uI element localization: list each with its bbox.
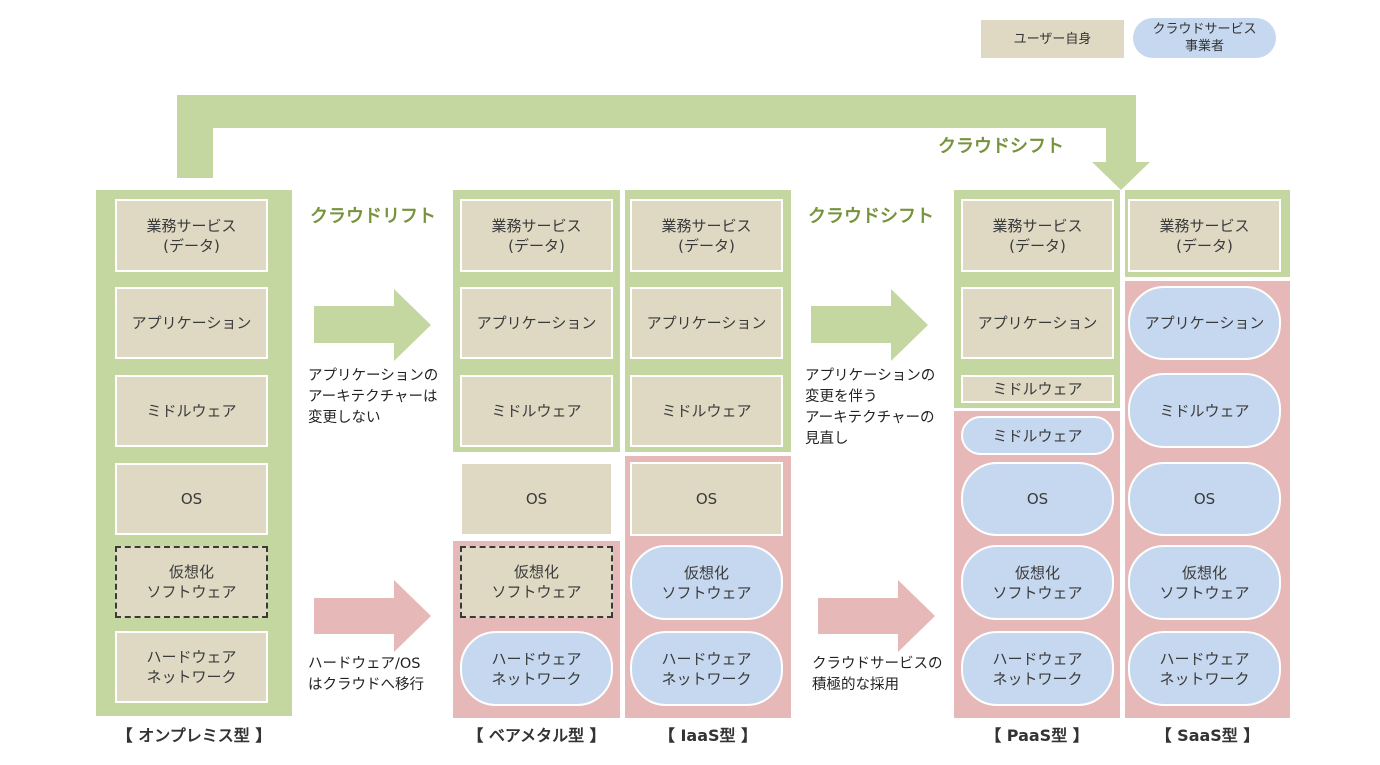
iaas-virtualization: 仮想化 ソフトウェア bbox=[630, 545, 783, 620]
cloud-lift-upper-desc: アプリケーションの アーキテクチャーは 変更しない bbox=[308, 368, 439, 426]
legend-provider: クラウドサービス 事業者 bbox=[1133, 18, 1276, 58]
saas-label: 【 SaaS型 】 bbox=[1155, 726, 1260, 745]
cloud-shift-title: クラウドシフト bbox=[808, 206, 934, 227]
legend-provider-label: クラウドサービス 事業者 bbox=[1152, 22, 1257, 54]
saas-business: 業務サービス (データ) bbox=[1128, 199, 1281, 272]
paas-virtualization: 仮想化 ソフトウェア bbox=[961, 545, 1114, 620]
onprem-os: OS bbox=[115, 463, 268, 535]
saas-os: OS bbox=[1128, 462, 1281, 536]
baremetal-business: 業務サービス (データ) bbox=[460, 199, 613, 272]
paas-label: 【 PaaS型 】 bbox=[985, 726, 1089, 745]
saas-hardware: ハードウェア ネットワーク bbox=[1128, 631, 1281, 706]
shift-lower-arrow bbox=[818, 580, 935, 652]
onprem-business: 業務サービス (データ) bbox=[115, 199, 268, 272]
paas-os: OS bbox=[961, 462, 1114, 536]
onprem-virtualization: 仮想化 ソフトウェア bbox=[115, 546, 268, 618]
onprem-bg bbox=[96, 190, 292, 716]
onprem-middleware: ミドルウェア bbox=[115, 375, 268, 447]
onprem-hardware: ハードウェア ネットワーク bbox=[115, 631, 268, 703]
iaas-hardware: ハードウェア ネットワーク bbox=[630, 631, 783, 706]
shift-upper-arrow bbox=[811, 289, 928, 361]
saas-middleware: ミドルウェア bbox=[1128, 373, 1281, 448]
baremetal-app: アプリケーション bbox=[460, 287, 613, 359]
iaas-middleware: ミドルウェア bbox=[630, 375, 783, 447]
lift-lower-arrow bbox=[314, 580, 431, 652]
paas-business: 業務サービス (データ) bbox=[961, 199, 1114, 272]
saas-app: アプリケーション bbox=[1128, 286, 1281, 360]
cloud-lift-title: クラウドリフト bbox=[310, 206, 436, 227]
iaas-app: アプリケーション bbox=[630, 287, 783, 359]
baremetal-os: OS bbox=[462, 464, 611, 534]
onprem-label: 【 オンプレミス型 】 bbox=[116, 726, 272, 745]
paas-middleware-provider: ミドルウェア bbox=[961, 416, 1114, 455]
cloud-shift-upper-desc: アプリケーションの 変更を伴う アーキテクチャーの 見直し bbox=[805, 368, 936, 447]
paas-app: アプリケーション bbox=[961, 287, 1114, 359]
onprem-app: アプリケーション bbox=[115, 287, 268, 359]
baremetal-label: 【 ベアメタル型 】 bbox=[467, 726, 606, 745]
cloud-lift-lower-desc: ハードウェア/OS はクラウドへ移行 bbox=[308, 656, 424, 693]
cloud-shift-lower-desc: クラウドサービスの 積極的な採用 bbox=[812, 656, 943, 693]
iaas-business: 業務サービス (データ) bbox=[630, 199, 783, 272]
baremetal-virtualization: 仮想化 ソフトウェア bbox=[460, 546, 613, 618]
legend-user-label: ユーザー自身 bbox=[1013, 31, 1092, 47]
lift-upper-arrow bbox=[314, 289, 431, 361]
legend-user: ユーザー自身 bbox=[981, 20, 1124, 58]
top-shift-label: クラウドシフト bbox=[938, 136, 1064, 157]
baremetal-hardware: ハードウェア ネットワーク bbox=[460, 631, 613, 706]
saas-virtualization: 仮想化 ソフトウェア bbox=[1128, 545, 1281, 620]
iaas-os: OS bbox=[630, 462, 783, 536]
paas-middleware-user: ミドルウェア bbox=[961, 375, 1114, 403]
iaas-label: 【 IaaS型 】 bbox=[658, 726, 758, 745]
paas-hardware: ハードウェア ネットワーク bbox=[961, 631, 1114, 706]
baremetal-middleware: ミドルウェア bbox=[460, 375, 613, 447]
